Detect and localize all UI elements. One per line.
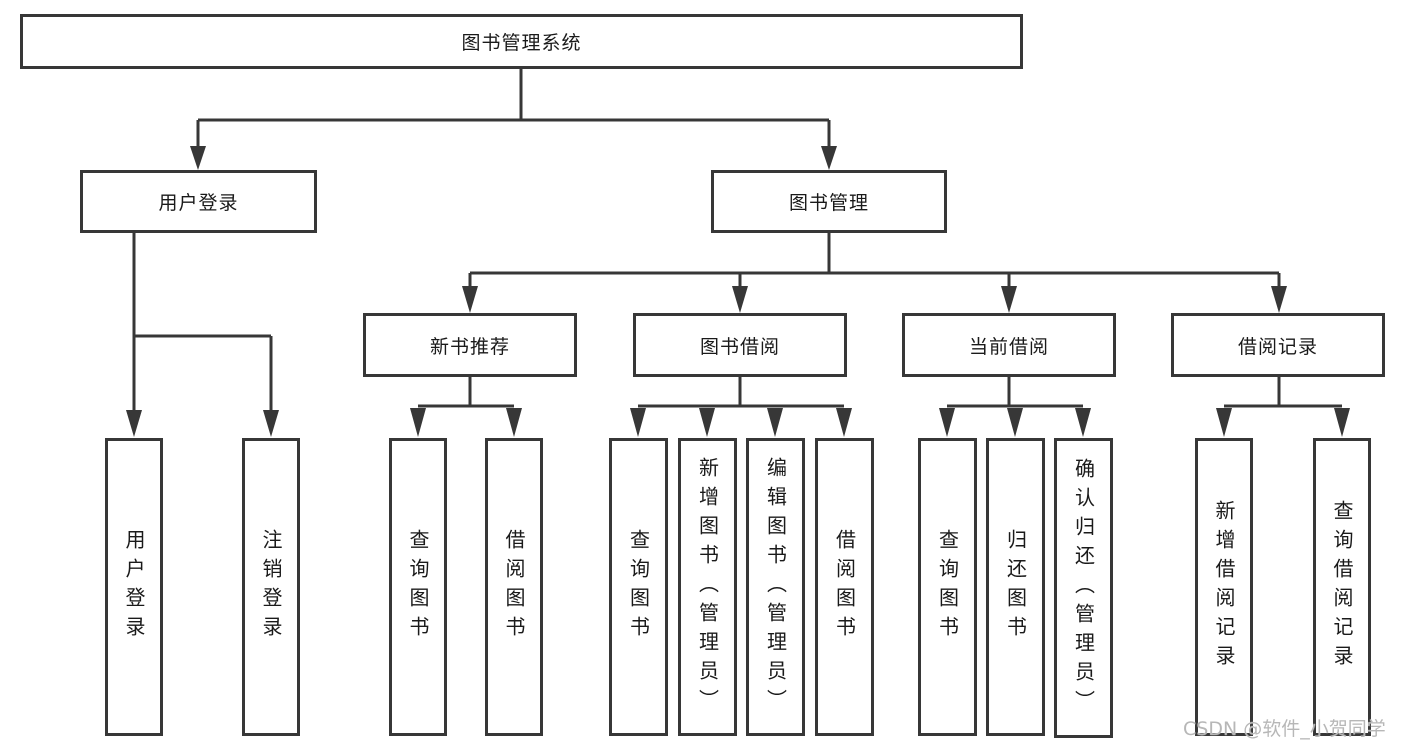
arrowhead-borrow-record — [1271, 286, 1287, 313]
node-borrow-records-label: 借阅记录 — [1237, 335, 1318, 358]
node-root: 图书管理系统 — [20, 14, 1023, 69]
node-current-borrow-label: 当前借阅 — [968, 335, 1049, 358]
arrowhead-book-borrow — [732, 286, 748, 313]
arrowhead-current-borrow — [1001, 286, 1017, 313]
leaf-query-borrow-record-label: 查询借阅记录 — [1330, 500, 1354, 674]
node-borrow-records: 借阅记录 — [1171, 313, 1385, 377]
arrowhead-leaf-logout — [263, 410, 279, 437]
arrowhead-add-book — [699, 408, 715, 437]
leaf-confirm-return-admin: 确认归还（管理员） — [1054, 438, 1113, 738]
leaf-borrow-books: 借阅图书 — [815, 438, 874, 736]
node-new-book-recommend-label: 新书推荐 — [429, 335, 510, 358]
arrowhead-query-record — [1334, 408, 1350, 437]
node-current-borrow: 当前借阅 — [902, 313, 1116, 377]
leaf-confirm-return-admin-label: 确认归还（管理员） — [1071, 457, 1096, 719]
arrowhead-new-book — [462, 286, 478, 313]
leaf-return-books: 归还图书 — [986, 438, 1045, 736]
leaf-user-login: 用户登录 — [105, 438, 163, 736]
leaf-borrow-books-recommend-label: 借阅图书 — [502, 529, 526, 645]
leaf-edit-book-admin: 编辑图书（管理员） — [746, 438, 805, 736]
connector-user-login-stems — [132, 336, 273, 411]
leaf-logout-login: 注销登录 — [242, 438, 300, 736]
connector-level3-stems — [468, 273, 1281, 287]
arrowhead-confirm-return — [1075, 408, 1091, 437]
node-book-borrow: 图书借阅 — [633, 313, 847, 377]
arrowhead-query-books-2 — [630, 408, 646, 437]
node-book-mgmt: 图书管理 — [711, 170, 947, 233]
leaf-add-borrow-record: 新增借阅记录 — [1195, 438, 1253, 736]
leaf-query-books-recommend: 查询图书 — [389, 438, 447, 736]
arrowhead-add-record — [1216, 408, 1232, 437]
leaf-add-book-admin: 新增图书（管理员） — [678, 438, 737, 736]
arrowhead-leaf-user-login — [126, 410, 142, 437]
arrowhead-query-books-3 — [939, 408, 955, 437]
node-book-mgmt-label: 图书管理 — [788, 192, 869, 214]
arrowhead-query-books-1 — [410, 408, 426, 437]
leaf-user-login-label: 用户登录 — [122, 529, 146, 645]
leaf-return-books-label: 归还图书 — [1003, 529, 1028, 645]
leaf-borrow-books-recommend: 借阅图书 — [485, 438, 543, 736]
node-new-book-recommend: 新书推荐 — [363, 313, 577, 377]
arrowhead-borrow-books-2 — [836, 408, 852, 437]
arrowhead-user-login — [190, 146, 206, 170]
leaf-query-books-current-label: 查询图书 — [935, 529, 960, 645]
node-user-login: 用户登录 — [80, 170, 317, 233]
leaf-logout-login-label: 注销登录 — [259, 529, 283, 645]
watermark: CSDN @软件_小贺同学 — [1183, 718, 1386, 740]
leaf-query-borrow-record: 查询借阅记录 — [1313, 438, 1371, 736]
arrowhead-edit-book — [767, 408, 783, 437]
leaf-add-book-admin-label: 新增图书（管理员） — [695, 456, 720, 718]
leaf-query-books-borrow-label: 查询图书 — [626, 529, 651, 645]
node-book-borrow-label: 图书借阅 — [699, 335, 780, 358]
arrowhead-return-book — [1007, 408, 1023, 437]
arrowhead-borrow-books-1 — [506, 408, 522, 437]
arrowhead-book-mgmt — [821, 146, 837, 170]
leaf-edit-book-admin-label: 编辑图书（管理员） — [763, 456, 788, 718]
leaf-add-borrow-record-label: 新增借阅记录 — [1212, 500, 1236, 674]
leaf-query-books-recommend-label: 查询图书 — [406, 529, 430, 645]
node-root-label: 图书管理系统 — [461, 32, 582, 54]
leaf-query-books-borrow: 查询图书 — [609, 438, 668, 736]
leaf-borrow-books-label: 借阅图书 — [832, 529, 857, 645]
connector-level2-stems — [196, 120, 831, 147]
leaf-query-books-current: 查询图书 — [918, 438, 977, 736]
node-user-login-label: 用户登录 — [158, 192, 239, 214]
